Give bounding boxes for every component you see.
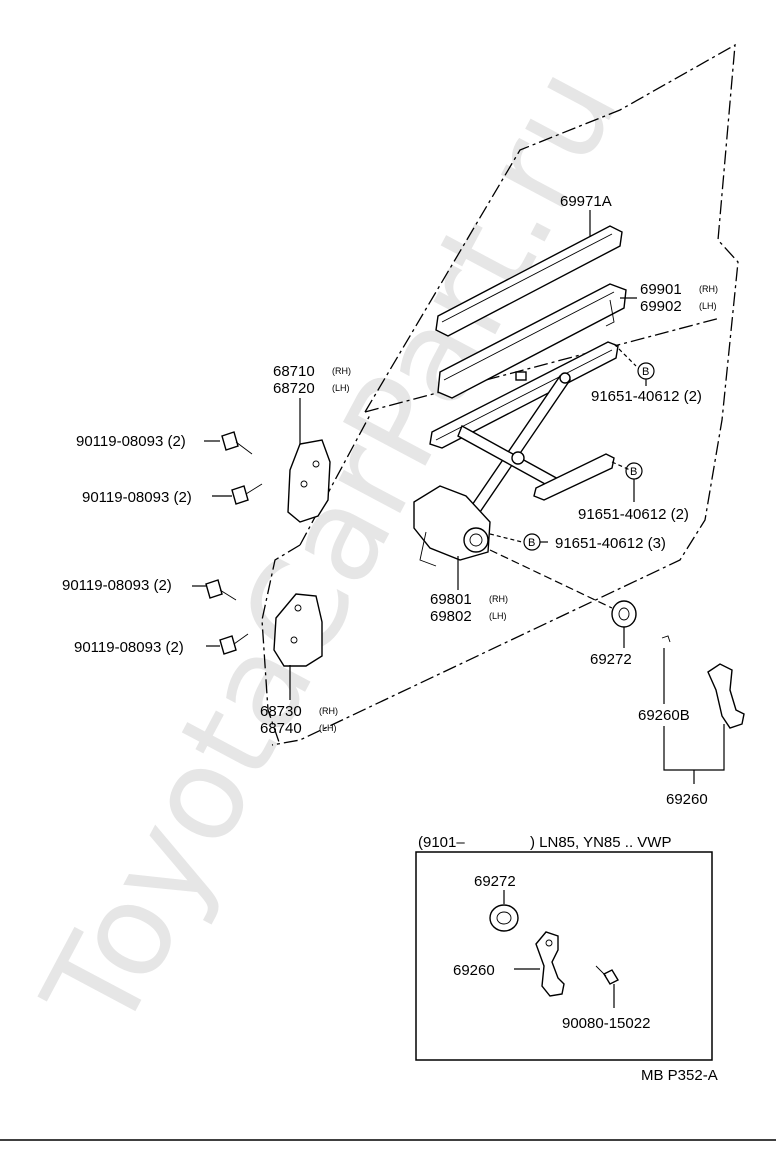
label-handle-sub: 69260B xyxy=(638,707,690,724)
label-hinge-lower-rh-suffix: (RH) xyxy=(319,706,338,716)
inset-range-start: (9101– xyxy=(418,834,465,851)
label-bolt-1: 90119-08093 (2) xyxy=(76,433,186,450)
bolt-part-2 xyxy=(231,483,263,505)
label-regulator-lh-suffix: (LH) xyxy=(489,611,507,621)
watermark: ToyotaCarPart.ru xyxy=(15,44,647,1055)
label-regulator-lh: 69802 xyxy=(430,608,472,625)
escutcheon-part xyxy=(611,600,637,628)
inset-box: (9101– ) LN85, YN85 .. VWP 69272 69260 9… xyxy=(415,834,713,1061)
bolt-part-1 xyxy=(221,431,253,455)
window-handle-part xyxy=(661,635,745,729)
label-bolt-b-2: 91651-40612 (2) xyxy=(578,506,689,523)
label-hinge-upper-rh-suffix: (RH) xyxy=(332,366,351,376)
inset-escutcheon-part xyxy=(489,904,519,932)
label-escutcheon: 69272 xyxy=(590,651,632,668)
label-hinge-upper-rh: 68710 xyxy=(273,363,315,380)
label-hinge-upper-lh-suffix: (LH) xyxy=(332,383,350,393)
door-outline xyxy=(261,43,739,746)
label-bolt-b-3: 91651-40612 (3) xyxy=(555,535,666,552)
label-weatherstrip: 69971A xyxy=(560,193,612,210)
svg-text:B: B xyxy=(642,366,649,378)
inset-label-screw: 90080-15022 xyxy=(562,1015,650,1032)
label-handle-assy: 69260 xyxy=(666,791,708,808)
label-channel-rh: 69901 xyxy=(640,281,682,298)
bolt-part-3 xyxy=(205,579,237,601)
regulator-rail-upper xyxy=(429,341,619,449)
inset-label-escutcheon: 69272 xyxy=(474,873,516,890)
inset-range-models: ) LN85, YN85 .. VWP xyxy=(530,834,671,851)
leader-escutcheon-axis xyxy=(489,549,613,609)
label-bolt-3: 90119-08093 (2) xyxy=(62,577,172,594)
label-bolt-4: 90119-08093 (2) xyxy=(74,639,184,656)
label-channel-lh-suffix: (LH) xyxy=(699,301,717,311)
bolt-part-4 xyxy=(219,633,249,655)
b-marker-2: B xyxy=(625,462,643,480)
inset-screw-part xyxy=(595,965,619,985)
label-channel-lh: 69902 xyxy=(640,298,682,315)
lower-hinge-part xyxy=(273,593,323,667)
label-regulator-rh-suffix: (RH) xyxy=(489,594,508,604)
glass-channel-part xyxy=(437,283,627,399)
b-marker-1: B xyxy=(637,362,655,380)
label-hinge-upper-lh: 68720 xyxy=(273,380,315,397)
label-bolt-2: 90119-08093 (2) xyxy=(82,489,192,506)
svg-text:B: B xyxy=(630,466,637,478)
label-regulator-rh: 69801 xyxy=(430,591,472,608)
inset-handle-part xyxy=(535,931,565,997)
weatherstrip-part xyxy=(435,225,623,337)
leader-b3 xyxy=(489,533,523,543)
leader-handle-assy xyxy=(663,724,725,784)
label-hinge-lower-lh: 68740 xyxy=(260,720,302,737)
b-marker-3: B xyxy=(523,533,541,551)
label-bolt-b-1: 91651-40612 (2) xyxy=(591,388,702,405)
label-channel-rh-suffix: (RH) xyxy=(699,284,718,294)
upper-hinge-part xyxy=(287,439,331,523)
svg-text:B: B xyxy=(528,537,535,549)
leader-b1 xyxy=(613,343,637,367)
regulator-arms xyxy=(457,372,572,513)
leader-b2 xyxy=(611,461,631,471)
label-hinge-lower-rh: 68730 xyxy=(260,703,302,720)
label-hinge-lower-lh-suffix: (LH) xyxy=(319,723,337,733)
inset-label-handle: 69260 xyxy=(453,962,495,979)
regulator-gear xyxy=(413,485,491,567)
drawing-id: MB P352-A xyxy=(641,1067,718,1084)
regulator-rail-lower xyxy=(533,453,615,501)
